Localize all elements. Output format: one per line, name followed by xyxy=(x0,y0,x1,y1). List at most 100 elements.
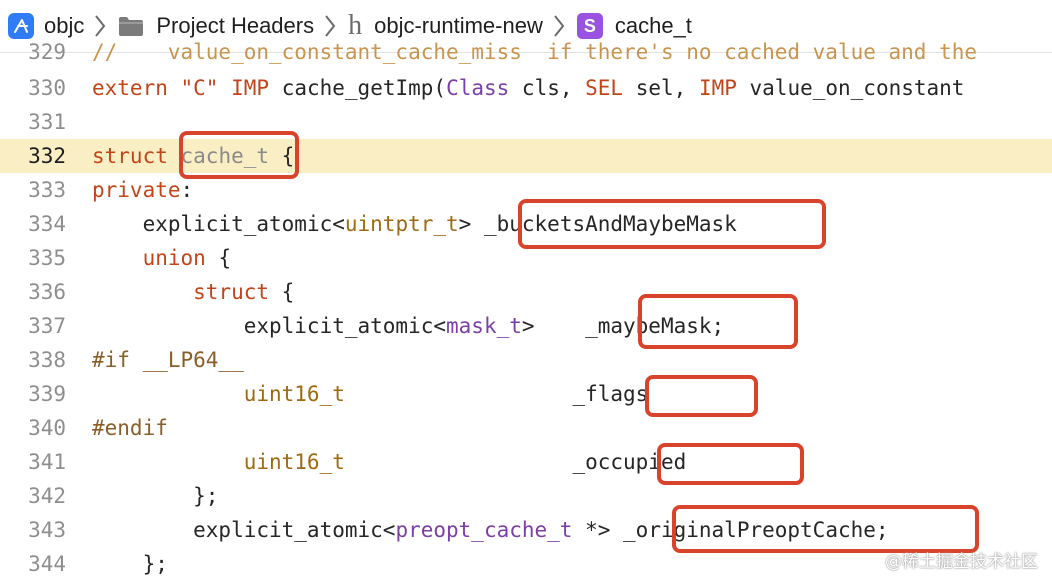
code-token: "C" xyxy=(180,76,219,100)
code-token xyxy=(92,246,143,270)
code-token: _maybeMask xyxy=(585,314,712,338)
breadcrumb-label: objc xyxy=(44,13,85,38)
line-number: 340 xyxy=(28,416,66,440)
code-token: cls, xyxy=(509,76,586,100)
code-token: { xyxy=(205,246,232,270)
code-line[interactable]: 331 xyxy=(0,105,1052,139)
chevron-right-icon xyxy=(324,14,336,38)
code-line[interactable]: 335 union { xyxy=(0,241,1052,275)
code-text: #endif xyxy=(92,416,168,440)
code-token xyxy=(345,450,573,474)
code-text: private: xyxy=(92,178,193,202)
breadcrumb-label: Project Headers xyxy=(156,13,315,38)
annotation-box-cache-t xyxy=(179,131,299,179)
line-number: 334 xyxy=(28,212,66,236)
code-text: }; xyxy=(92,552,168,576)
code-line[interactable]: 330 extern "C" IMP cache_getImp(Class cl… xyxy=(0,71,1052,105)
code-token: preopt_cache_t xyxy=(395,518,573,542)
source-editor[interactable]: 329 // value_on_constant_cache_miss if t… xyxy=(0,40,1052,584)
code-token: _flags xyxy=(572,382,649,406)
annotation-box-maybe-mask xyxy=(638,294,798,349)
code-token: > xyxy=(521,314,586,338)
line-number: 342 xyxy=(28,484,66,508)
line-number: 344 xyxy=(28,552,66,576)
code-token: > xyxy=(458,212,484,236)
code-line[interactable]: 344 }; xyxy=(0,547,1052,581)
code-token: #endif xyxy=(92,416,168,440)
chevron-right-icon xyxy=(553,14,565,38)
line-number: 329 xyxy=(28,40,66,64)
code-token xyxy=(92,450,244,474)
breadcrumb-objc-runtime-new[interactable]: h objc-runtime-new xyxy=(348,0,543,52)
code-text: explicit_atomic<mask_t> _maybeMask; xyxy=(92,314,724,338)
header-file-icon: h xyxy=(348,10,363,41)
code-line[interactable]: 340 #endif xyxy=(0,411,1052,445)
code-token: value_on_constant xyxy=(736,76,965,100)
code-token: IMP xyxy=(698,76,737,100)
code-token: cache_t xyxy=(180,144,270,168)
annotation-box-occupied xyxy=(657,443,804,485)
code-token xyxy=(92,382,244,406)
code-text: #if __LP64__ xyxy=(92,348,244,372)
code-line[interactable]: 343 explicit_atomic<preopt_cache_t *> _o… xyxy=(0,513,1052,547)
code-text: union { xyxy=(92,246,232,270)
code-token: sel, xyxy=(623,76,699,100)
code-line[interactable]: 336 struct { xyxy=(0,275,1052,309)
code-token: private xyxy=(92,178,181,202)
breadcrumb-objc[interactable]: objc xyxy=(0,0,84,52)
line-number: 341 xyxy=(28,450,66,474)
code-token: uintptr_t xyxy=(344,212,459,236)
code-token: ; xyxy=(711,314,725,338)
watermark: @稀土掘金技术社区 xyxy=(885,552,1038,572)
line-number: 337 xyxy=(28,314,66,338)
code-line[interactable]: 341 uint16_t _occupied xyxy=(0,445,1052,479)
code-token: }; xyxy=(92,552,168,576)
code-token: }; xyxy=(92,484,219,508)
code-text: explicit_atomic<uintptr_t> _bucketsAndMa… xyxy=(92,212,737,236)
code-line[interactable]: 338 #if __LP64__ xyxy=(0,343,1052,377)
code-token: _bucketsAndMaybeMask xyxy=(483,212,737,236)
code-token: : xyxy=(180,178,194,202)
code-token: explicit_atomic< xyxy=(92,212,345,236)
line-number: 335 xyxy=(28,246,66,270)
line-number: 336 xyxy=(28,280,66,304)
jump-bar: objc Project Headers h objc-runtime-new … xyxy=(0,0,1052,53)
code-text: struct cache_t { xyxy=(92,144,294,168)
code-token: struct xyxy=(193,280,270,304)
chevron-right-icon xyxy=(94,14,106,38)
code-text: struct { xyxy=(92,280,294,304)
line-number: 339 xyxy=(28,382,66,406)
folder-icon xyxy=(118,15,144,37)
code-token: ; xyxy=(875,518,889,542)
line-number: 331 xyxy=(28,110,66,134)
code-line-current[interactable]: 332 struct cache_t { xyxy=(0,139,1052,173)
code-text: uint16_t _flags xyxy=(92,382,649,406)
breadcrumb-cache-t[interactable]: S cache_t xyxy=(576,0,692,52)
code-text: extern "C" IMP cache_getImp(Class cls, S… xyxy=(92,76,964,100)
code-line[interactable]: 342 }; xyxy=(0,479,1052,513)
code-line[interactable]: 333 private: xyxy=(0,173,1052,207)
code-token: union xyxy=(142,246,206,270)
code-token: *> xyxy=(572,518,624,542)
line-number: 332 xyxy=(28,144,66,168)
code-token: cache_getImp( xyxy=(269,76,447,100)
annotation-box-flags xyxy=(645,375,758,417)
code-line[interactable]: 329 // value_on_constant_cache_miss if t… xyxy=(0,35,1052,69)
annotation-box-buckets-and-maybe-mask xyxy=(518,199,826,249)
code-token xyxy=(92,280,193,304)
code-token: { xyxy=(269,280,295,304)
code-line[interactable]: 339 uint16_t _flags xyxy=(0,377,1052,411)
annotation-box-original-preopt-cache xyxy=(672,505,979,553)
code-token: { xyxy=(269,144,295,168)
line-number: 333 xyxy=(28,178,66,202)
code-token: // value_on_constant_cache_miss if there… xyxy=(92,40,978,64)
code-token xyxy=(218,76,231,100)
code-token xyxy=(168,76,181,100)
code-token: explicit_atomic< xyxy=(92,314,447,338)
code-line[interactable]: 337 explicit_atomic<mask_t> _maybeMask; xyxy=(0,309,1052,343)
code-text: explicit_atomic<preopt_cache_t *> _origi… xyxy=(92,518,889,542)
code-text: // value_on_constant_cache_miss if there… xyxy=(92,40,977,64)
code-line[interactable]: 334 explicit_atomic<uintptr_t> _bucketsA… xyxy=(0,207,1052,241)
code-token: #if __LP64__ xyxy=(92,348,244,372)
breadcrumb-project-headers[interactable]: Project Headers xyxy=(118,0,314,52)
